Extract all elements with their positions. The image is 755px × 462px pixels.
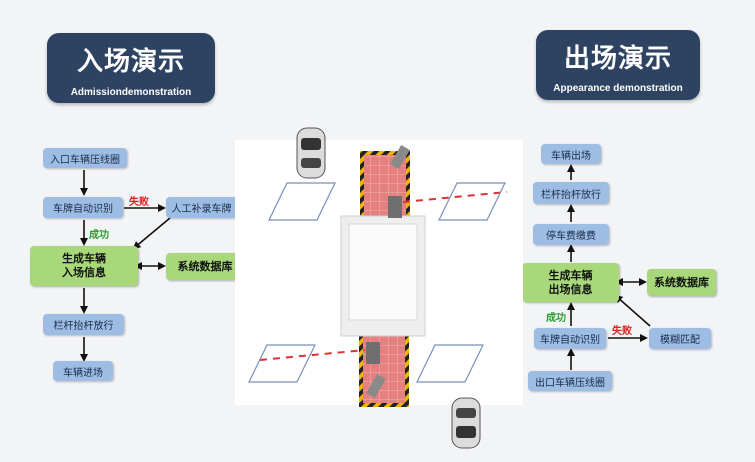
- exit-arrow-fuzzy-generate: [614, 294, 651, 327]
- exit-title: 出场演示: [563, 44, 672, 74]
- exit-node-pay: 停车费缴费: [533, 224, 609, 245]
- exit-node-coil: 出口车辆压线圈: [528, 371, 612, 391]
- exit-generate-line1: 生成车辆: [548, 268, 593, 282]
- entry-fail-label: 失败: [129, 197, 149, 208]
- entry-node-database: 系统数据库: [166, 253, 244, 280]
- exit-node-recognize: 车牌自动识别: [534, 328, 606, 349]
- slot-top-left: [268, 182, 336, 221]
- barrier-arm-bottom: [259, 349, 366, 361]
- exit-node-fuzzy: 模糊匹配: [649, 328, 711, 349]
- car-top: [296, 127, 326, 179]
- entry-node-manual: 人工补录车牌: [166, 197, 237, 218]
- barrier-gate-bottom: [366, 342, 380, 364]
- exit-title-badge: 出场演示 Appearance demonstration: [536, 30, 700, 100]
- slot-bottom-left: [248, 344, 316, 383]
- entry-arrow-manual-generate: [132, 217, 171, 250]
- entry-node-coil: 入口车辆压线圈: [43, 148, 127, 168]
- booth-roof: [348, 223, 418, 321]
- exit-node-database: 系统数据库: [647, 269, 716, 296]
- slot-bottom-right: [416, 344, 484, 383]
- entry-title: 入场演示: [76, 47, 185, 77]
- entry-subtitle: Admissiondemonstration: [70, 87, 192, 98]
- camera-top: [390, 144, 410, 170]
- exit-ok-label: 成功: [546, 313, 566, 324]
- barrier-arm-top: [402, 191, 508, 203]
- entry-ok-label: 成功: [89, 230, 109, 241]
- exit-node-generate: 生成车辆 出场信息: [522, 263, 619, 302]
- car-bottom: [451, 397, 481, 449]
- entry-node-enter: 车辆进场: [53, 361, 113, 381]
- entry-generate-line2: 入场信息: [62, 266, 106, 279]
- barrier-gate-top: [388, 196, 402, 218]
- entry-title-badge: 入场演示 Admissiondemonstration: [47, 33, 215, 103]
- exit-fail-label: 失败: [612, 326, 632, 337]
- entry-generate-line1: 生成车辆: [62, 252, 106, 265]
- exit-subtitle: Appearance demonstration: [553, 83, 683, 94]
- entry-node-barrier: 栏杆抬杆放行: [43, 314, 124, 335]
- exit-generate-line2: 出场信息: [548, 282, 593, 296]
- exit-node-leave: 车辆出场: [541, 144, 601, 164]
- entry-node-generate: 生成车辆 入场信息: [30, 246, 138, 286]
- parking-lane-illustration: [235, 127, 523, 449]
- slot-top-right: [438, 182, 506, 221]
- camera-bottom: [366, 373, 386, 399]
- entry-node-recognize: 车牌自动识别: [43, 197, 123, 218]
- exit-node-barrier: 栏杆抬杆放行: [533, 182, 609, 204]
